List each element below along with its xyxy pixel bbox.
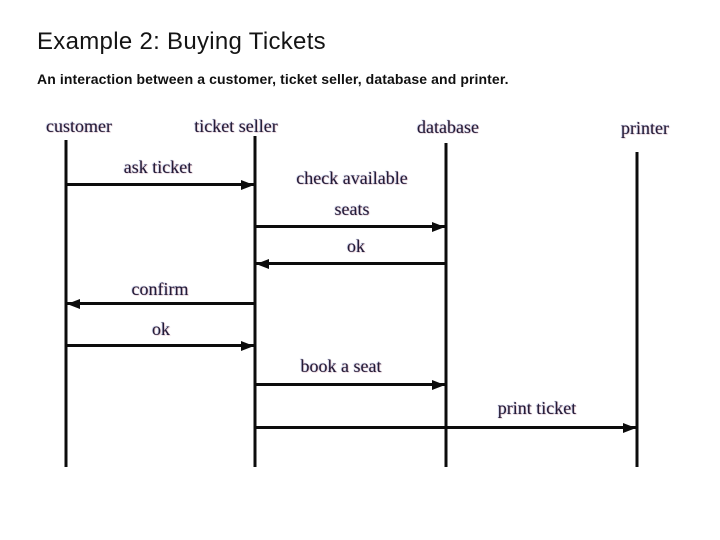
slide-title: Example 2: Buying Tickets [37,28,326,55]
message-5-ok-label: ok [152,319,170,339]
message-4-confirm-line [66,302,255,305]
message-3-ok-label: ok [347,236,365,256]
actor-label-ticket-seller: ticket seller [194,116,278,136]
slide-subtitle: An interaction between a customer, ticke… [37,71,509,87]
arrow-right-icon [623,423,636,433]
message-1-ask-ticket-label: ask ticket [123,157,193,177]
arrow-right-icon [241,180,254,190]
message-3-ok-line [255,262,446,265]
arrow-left-icon [256,259,269,269]
lifeline-ticket-seller [253,136,257,467]
message-6-book-a-seat-label: book a seat [300,356,382,376]
arrow-right-icon [241,341,254,351]
message-5-ok-line [66,344,255,347]
actor-label-customer: customer [46,116,112,136]
arrow-left-icon [67,299,80,309]
lifeline-database [444,143,448,467]
message-7-print-ticket-label: print ticket [497,398,577,418]
lifeline-printer [635,152,639,467]
actor-label-database: database [417,117,479,137]
message-2-check-available-seats-line [255,225,446,228]
message-6-book-a-seat-line [255,383,446,386]
actor-label-printer: printer [621,118,669,138]
arrow-right-icon [432,380,445,390]
message-4-confirm-label: confirm [131,279,189,299]
arrow-right-icon [432,222,445,232]
message-1-ask-ticket-line [66,183,255,186]
message-7-print-ticket-line [255,426,637,429]
